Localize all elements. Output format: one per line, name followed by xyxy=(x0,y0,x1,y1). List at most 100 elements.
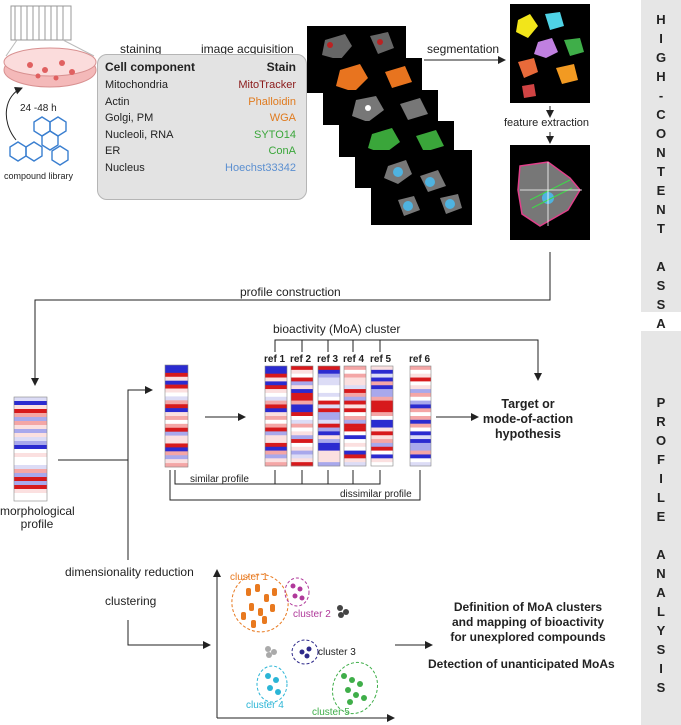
profile-cell xyxy=(344,416,366,421)
profile-cell xyxy=(371,400,393,405)
profile-cell xyxy=(371,427,393,432)
profile-cell xyxy=(14,433,47,438)
profile-cell xyxy=(291,458,313,463)
ref-label: ref 6 xyxy=(409,354,431,365)
ref-label: ref 2 xyxy=(290,354,312,365)
profile-cell xyxy=(265,373,287,378)
stain-row-stain: Hoechst33342 xyxy=(225,161,296,174)
profile-cell xyxy=(265,408,287,413)
profile-cell xyxy=(165,447,188,452)
profile-cell xyxy=(165,451,188,456)
profile-cell xyxy=(318,396,340,401)
compound-library-icon xyxy=(9,116,69,166)
profile-cell xyxy=(371,366,393,371)
stain-row-stain: MitoTracker xyxy=(238,79,296,91)
profile-cell xyxy=(291,381,313,386)
profile-cell xyxy=(14,413,47,418)
definition-moa-label: Definition of MoA clusters and mapping o… xyxy=(450,600,606,644)
sidebar-letter: A xyxy=(656,316,666,331)
profile-cell xyxy=(318,381,340,386)
profile-cell xyxy=(318,450,340,455)
reference-profile-1 xyxy=(264,365,288,467)
profile-cell xyxy=(410,454,431,459)
profile-cell xyxy=(291,423,313,428)
profile-cell xyxy=(344,400,366,405)
stain-row-component: Golgi, PM xyxy=(105,112,154,124)
stain-row-component: Nucleus xyxy=(105,161,145,174)
ref-label: ref 3 xyxy=(317,354,339,365)
profile-cell xyxy=(265,419,287,424)
profile-cell xyxy=(165,443,188,448)
staining-label: staining xyxy=(120,42,162,56)
sidebar-letter: Y xyxy=(656,623,666,638)
profile-cell xyxy=(291,462,313,467)
profile-cell xyxy=(165,463,188,468)
profile-cell xyxy=(265,442,287,448)
profile-cell xyxy=(344,404,366,409)
detection-label: Detection of unanticipated MoAs xyxy=(428,657,615,671)
profile-cell xyxy=(371,408,393,413)
segmentation-label: segmentation xyxy=(427,42,500,56)
profile-cell xyxy=(265,439,287,444)
profile-cell xyxy=(318,404,340,409)
profile-cell xyxy=(410,373,431,378)
profile-cell xyxy=(165,392,188,397)
feature-extraction-panel xyxy=(510,145,590,240)
profile-cell xyxy=(165,427,188,432)
profile-cell xyxy=(14,425,47,430)
profile-cell xyxy=(265,462,287,467)
profile-cell xyxy=(165,365,188,370)
profile-cell xyxy=(165,431,188,436)
profile-cell xyxy=(344,408,366,413)
profile-cell xyxy=(291,400,313,405)
profile-cell xyxy=(14,473,47,478)
sidebar-letter: O xyxy=(655,433,667,448)
clustering-label: clustering xyxy=(105,594,157,608)
profile-cell xyxy=(318,389,340,394)
profile-cell xyxy=(318,377,340,382)
stain-row-component: Actin xyxy=(105,95,130,108)
profile-cell xyxy=(165,439,188,444)
profile-cell xyxy=(291,450,313,455)
profile-cell xyxy=(265,366,287,371)
profile-cell xyxy=(265,377,287,382)
sidebar-letter: R xyxy=(656,414,666,429)
dissimilar-profile-label: dissimilar profile xyxy=(340,489,412,500)
sidebar-letter: L xyxy=(657,490,665,505)
profile-cell xyxy=(371,435,393,440)
profile-cell xyxy=(14,497,47,502)
sidebar-letter: I xyxy=(659,661,663,676)
profile-cell xyxy=(344,462,366,467)
profile-cell xyxy=(318,366,340,371)
profile-cell xyxy=(291,427,313,432)
target-hypothesis-label: Target or mode-of-action hypothesis xyxy=(482,397,574,441)
stain-row-stain: Phalloidin xyxy=(248,95,296,108)
cluster-label: cluster 3 xyxy=(318,647,356,658)
profile-cell xyxy=(371,431,393,436)
profile-cell xyxy=(410,369,431,374)
profile-cell xyxy=(318,373,340,378)
profile-cell xyxy=(291,396,313,401)
profile-cell xyxy=(344,369,366,374)
profile-cell xyxy=(318,446,340,451)
profile-cell xyxy=(318,419,340,424)
sidebar-letter: N xyxy=(656,566,666,581)
profile-cell xyxy=(291,435,313,440)
profile-cell xyxy=(165,396,188,401)
stain-row-component: ER xyxy=(105,145,121,157)
sidebar-letter: - xyxy=(658,88,664,103)
sidebar-letter: S xyxy=(656,680,666,695)
profile-cell xyxy=(371,404,393,409)
profile-cell xyxy=(265,431,287,436)
profile-cell xyxy=(318,392,340,398)
profile-cell xyxy=(265,454,287,459)
ref-label: ref 4 xyxy=(343,354,365,365)
reference-profile-5 xyxy=(370,365,394,467)
profile-cell xyxy=(14,469,47,474)
profile-cell xyxy=(291,419,313,424)
profile-cell xyxy=(410,400,431,405)
profile-cell xyxy=(165,455,188,460)
profile-cell xyxy=(410,416,431,421)
feature-extraction-label: feature extraction xyxy=(504,117,589,129)
